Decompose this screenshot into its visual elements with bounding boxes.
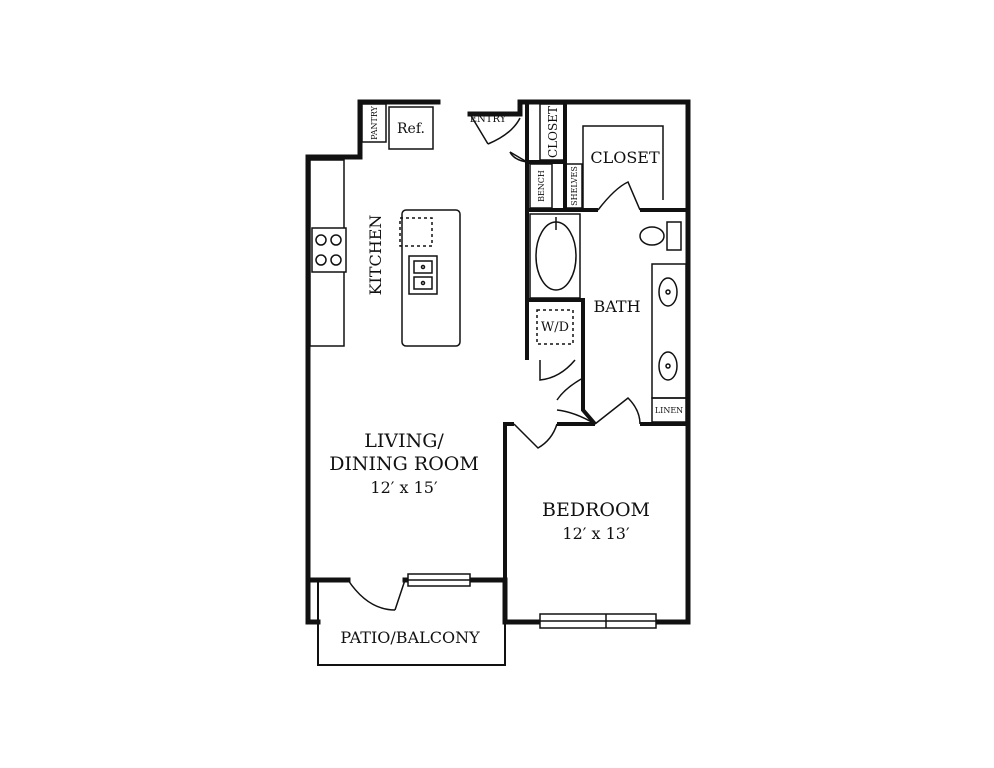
toilet-icon [639, 221, 682, 251]
fixture-labels: ENTRY PANTRY Ref. CLOSET BENCH SHELVES W… [370, 105, 683, 415]
kitchen-sink-icon [408, 255, 438, 295]
exterior-walls [305, 99, 691, 625]
room-labels: LIVING/ DINING ROOM 12′ x 15′ BEDROOM 12… [329, 148, 660, 647]
bedroom-size: 12′ x 13′ [562, 524, 630, 543]
bathtub-icon [529, 213, 581, 299]
stove-icon [311, 227, 347, 273]
interior-walls [503, 102, 688, 580]
shelves-label: SHELVES [570, 166, 579, 206]
bath-fixtures [529, 103, 687, 423]
entry-label: ENTRY [470, 114, 507, 125]
vanity-sink-icon [651, 263, 687, 399]
living-room-name-1: LIVING/ [364, 430, 444, 452]
bench-label: BENCH [537, 170, 546, 202]
ref-label: Ref. [397, 121, 425, 137]
pantry-label: PANTRY [370, 105, 379, 140]
linen-label: LINEN [655, 406, 683, 415]
bedroom-name: BEDROOM [542, 499, 650, 521]
bath-name: BATH [593, 297, 640, 316]
patio-outline [317, 582, 506, 666]
small-closet-label: CLOSET [546, 106, 560, 158]
doors [347, 113, 641, 611]
kitchen-name: KITCHEN [366, 215, 385, 296]
patio-name: PATIO/BALCONY [340, 628, 480, 647]
living-room-size: 12′ x 15′ [370, 478, 438, 497]
kitchen-fixtures [309, 103, 461, 347]
living-room-name-2: DINING ROOM [329, 453, 479, 475]
closet-name: CLOSET [590, 148, 660, 167]
wd-label: W/D [541, 320, 569, 335]
windows [407, 573, 657, 629]
